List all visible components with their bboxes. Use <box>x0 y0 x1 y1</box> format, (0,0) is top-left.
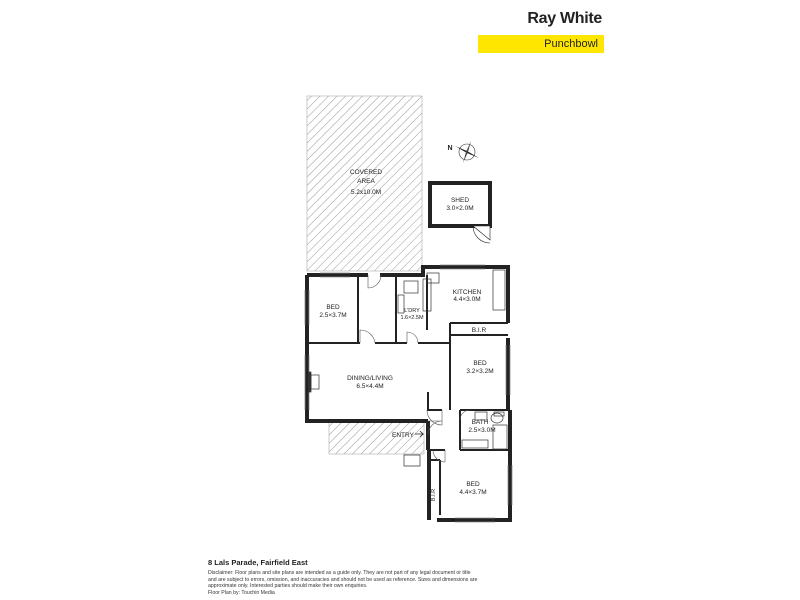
house-walls <box>305 265 512 522</box>
bed1-size: 2.5×3.7M <box>319 312 346 319</box>
covered-area-name-text: COVERED <box>350 169 382 176</box>
laundry-name: L'DRY <box>404 308 420 314</box>
shed-outline <box>428 181 492 244</box>
covered-area-zone <box>306 95 423 272</box>
porch-zone <box>328 420 425 455</box>
compass-label: N <box>447 145 452 152</box>
bir1-label: B.I.R <box>472 327 487 334</box>
door-swings <box>359 274 471 463</box>
bed3-name: BED <box>466 481 480 488</box>
shed-name: SHED <box>451 197 469 204</box>
covered-area-name: COVERED AREA <box>350 169 382 185</box>
footer: 8 Lals Parade, Fairfield East Disclaimer… <box>208 558 478 596</box>
laundry-size: 1.6×2.5M <box>400 315 424 321</box>
bath-name: BATH <box>472 419 489 426</box>
kitchen-size: 4.4×3.0M <box>453 296 480 303</box>
property-address: 8 Lals Parade, Fairfield East <box>208 558 308 567</box>
entry-arrow-icon <box>415 430 424 438</box>
dining-living-size: 6.5×4.4M <box>356 383 383 390</box>
bed2-name: BED <box>473 360 487 367</box>
bed3-size: 4.4×3.7M <box>459 489 486 496</box>
bath-size: 2.5×3.0M <box>468 427 495 434</box>
fixtures <box>308 269 508 467</box>
covered-area-size: 5.2x10.0M <box>351 189 381 196</box>
shed-size: 3.0×2.0M <box>446 205 473 212</box>
disclaimer-text: Disclaimer: Floor plans and site plans a… <box>208 570 478 590</box>
entry-label: ENTRY <box>392 432 415 439</box>
kitchen-name: KITCHEN <box>453 289 482 296</box>
brand-logo: Ray White Punchbowl <box>478 8 604 53</box>
compass-rose-icon <box>455 141 479 163</box>
office-badge: Punchbowl <box>478 35 604 53</box>
office-name: Punchbowl <box>544 38 598 50</box>
brand-name: Ray White <box>527 10 602 27</box>
bed2-size: 3.2×3.2M <box>466 368 493 375</box>
bir2-label: B.I.R <box>431 489 437 501</box>
covered-area-name-line2: AREA <box>357 178 375 185</box>
floor-plan-credit: Floor Plan by: Touchin Media <box>208 589 275 596</box>
dining-living-name: DINING/LIVING <box>347 375 393 382</box>
bed1-name: BED <box>326 304 340 311</box>
